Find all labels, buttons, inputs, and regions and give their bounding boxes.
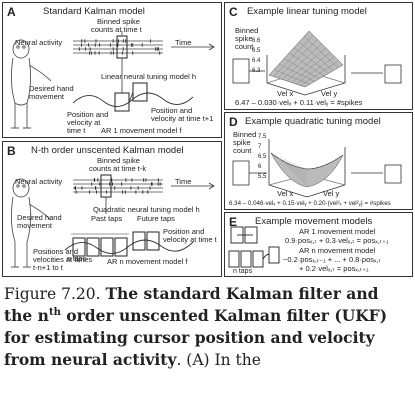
- panel-a-desired: Desired hand: [29, 84, 74, 93]
- panel-a-binned: Binned spike: [97, 17, 140, 26]
- panel-d-label: D: [229, 115, 238, 129]
- panel-e: E Example movement models AR 1 movement …: [224, 212, 413, 277]
- panel-c-ztick-0: 6.6: [252, 38, 261, 44]
- monkey-figure-a: [10, 39, 52, 129]
- panel-c-vely: Vel y: [321, 89, 338, 98]
- panel-e-label: E: [229, 215, 238, 229]
- panel-b: B N-th order unscented Kalman model Binn…: [2, 141, 222, 277]
- panel-d-velx: Vel x: [277, 189, 294, 198]
- panel-e-diagram: [228, 226, 280, 268]
- panel-c-surface: [232, 30, 402, 96]
- caption-bold-2: order unscented Kalman filter (UKF) for …: [4, 306, 388, 369]
- panel-e-ntaps: n taps: [233, 268, 253, 275]
- panel-d-ztick-1: 7: [258, 144, 262, 150]
- panel-e-ar1-eq: 0.9·posₓ,ₜ + 0.3·velₓ,ₜ = posₓ,ₜ₊₁: [285, 236, 389, 245]
- panel-d: D Example quadratic tuning model Binned …: [224, 112, 413, 210]
- panel-b-ntaps: n taps: [67, 256, 87, 263]
- panel-c-binned2: spike: [235, 34, 253, 43]
- panel-a-pos-t2: velocity at: [67, 118, 101, 127]
- figure-caption: Figure 7.20. The standard Kalman filter …: [4, 283, 412, 371]
- caption-rest: . (A) In the: [176, 351, 261, 369]
- panel-e-arn-eq1: −0.2·posₓ,ₜ₋₁ + ... + 0.8·posₓ,ₜ: [283, 255, 381, 264]
- panel-d-binned3: count: [233, 146, 252, 155]
- panel-c-binned: Binned: [235, 26, 259, 35]
- panel-a-linear: Linear neural tuning model h: [101, 72, 197, 81]
- panel-c-binned3: count: [235, 42, 254, 51]
- panel-a-pos-t: Position and: [67, 110, 109, 119]
- panel-b-pos-t: Position and: [163, 227, 205, 236]
- panel-e-title: Example movement models: [255, 216, 373, 227]
- panel-c-equation: 6.47 – 0.030·velₓ + 0.11·velᵧ = #spikes: [235, 98, 363, 107]
- panel-c-title: Example linear tuning model: [247, 6, 367, 17]
- panel-a-ar1: AR 1 movement model f: [101, 126, 182, 135]
- panel-c-ztick-3: 6.3: [252, 68, 261, 74]
- panel-b-binned: Binned spike: [97, 156, 140, 165]
- panel-b-past: Past taps: [91, 214, 123, 223]
- panel-b-pos-times: Positions and: [33, 247, 79, 256]
- panel-b-diagram: [10, 174, 215, 268]
- panel-b-future: Future taps: [137, 214, 175, 223]
- panel-d-ztick-3: 6: [258, 164, 262, 170]
- panel-c-velx: Vel x: [277, 89, 294, 98]
- panel-e-arn-eq2: + 0.2·velₓ,ₜ = posₓ,ₜ₊₁: [299, 264, 369, 273]
- monkey-figure-b: [10, 178, 52, 268]
- panel-d-ztick-2: 6.5: [258, 154, 267, 160]
- panel-a: A Standard Kalman model Binned spike cou…: [2, 2, 222, 138]
- panel-a-pos-t1b: velocity at time t+1: [151, 114, 214, 123]
- panel-d-title: Example quadratic tuning model: [245, 116, 381, 127]
- panel-a-time: Time: [175, 38, 192, 47]
- panel-b-pos-times2: velocities at times: [33, 255, 93, 264]
- panel-b-desired2: movement: [17, 221, 53, 230]
- panel-d-ztick-0: 7.5: [258, 134, 267, 140]
- panel-a-pos-t3: time t: [67, 126, 86, 135]
- panel-a-neural: Neural activity: [15, 38, 63, 47]
- panel-b-pos-t2: velocity at time t: [163, 235, 217, 244]
- panel-b-label: B: [7, 144, 16, 158]
- panel-b-desired: Desired hand: [17, 213, 62, 222]
- panel-b-neural: Neural activity: [15, 177, 63, 186]
- panel-b-arn: AR n movement model f: [107, 257, 188, 266]
- panel-c-ztick-2: 6.4: [252, 58, 261, 64]
- panel-b-quad: Quadratic neural tuning model h: [93, 205, 200, 214]
- caption-bold-1: The standard Kalman filter and the n: [4, 284, 379, 325]
- panel-d-binned: Binned: [233, 130, 257, 139]
- panel-d-binned2: spike: [233, 138, 251, 147]
- panel-a-binned2: counts at time t: [91, 25, 142, 34]
- panel-a-diagram: [10, 31, 215, 129]
- panel-e-ar1: AR 1 movement model: [299, 227, 376, 236]
- panel-c: C Example linear tuning model Binned spi…: [224, 2, 413, 110]
- panel-b-title: N-th order unscented Kalman model: [31, 145, 184, 156]
- caption-prefix: Figure 7.20.: [4, 285, 106, 303]
- panel-a-desired2: movement: [29, 92, 65, 101]
- panel-d-surface: [232, 139, 402, 198]
- caption-sup: th: [48, 306, 61, 318]
- panel-b-pos-times3: t-n+1 to t: [33, 263, 63, 272]
- panel-e-arn: AR n movement model: [299, 246, 376, 255]
- panel-d-ztick-4: 5.5: [258, 174, 267, 180]
- panel-c-ztick-1: 6.5: [252, 48, 261, 54]
- panel-d-equation: 6.34 – 0.046·velₓ + 0.15·velᵧ + 0.20·(ve…: [229, 200, 391, 207]
- panel-a-pos-t1: Position and: [151, 106, 193, 115]
- panel-d-vely: Vel y: [323, 189, 340, 198]
- panel-a-title: Standard Kalman model: [43, 6, 145, 17]
- spike-trains-a: [73, 40, 163, 54]
- panel-b-time: Time: [175, 177, 192, 186]
- panel-c-label: C: [229, 5, 238, 19]
- panel-b-binned2: counts at time t-k: [89, 164, 147, 173]
- panel-a-label: A: [7, 5, 16, 19]
